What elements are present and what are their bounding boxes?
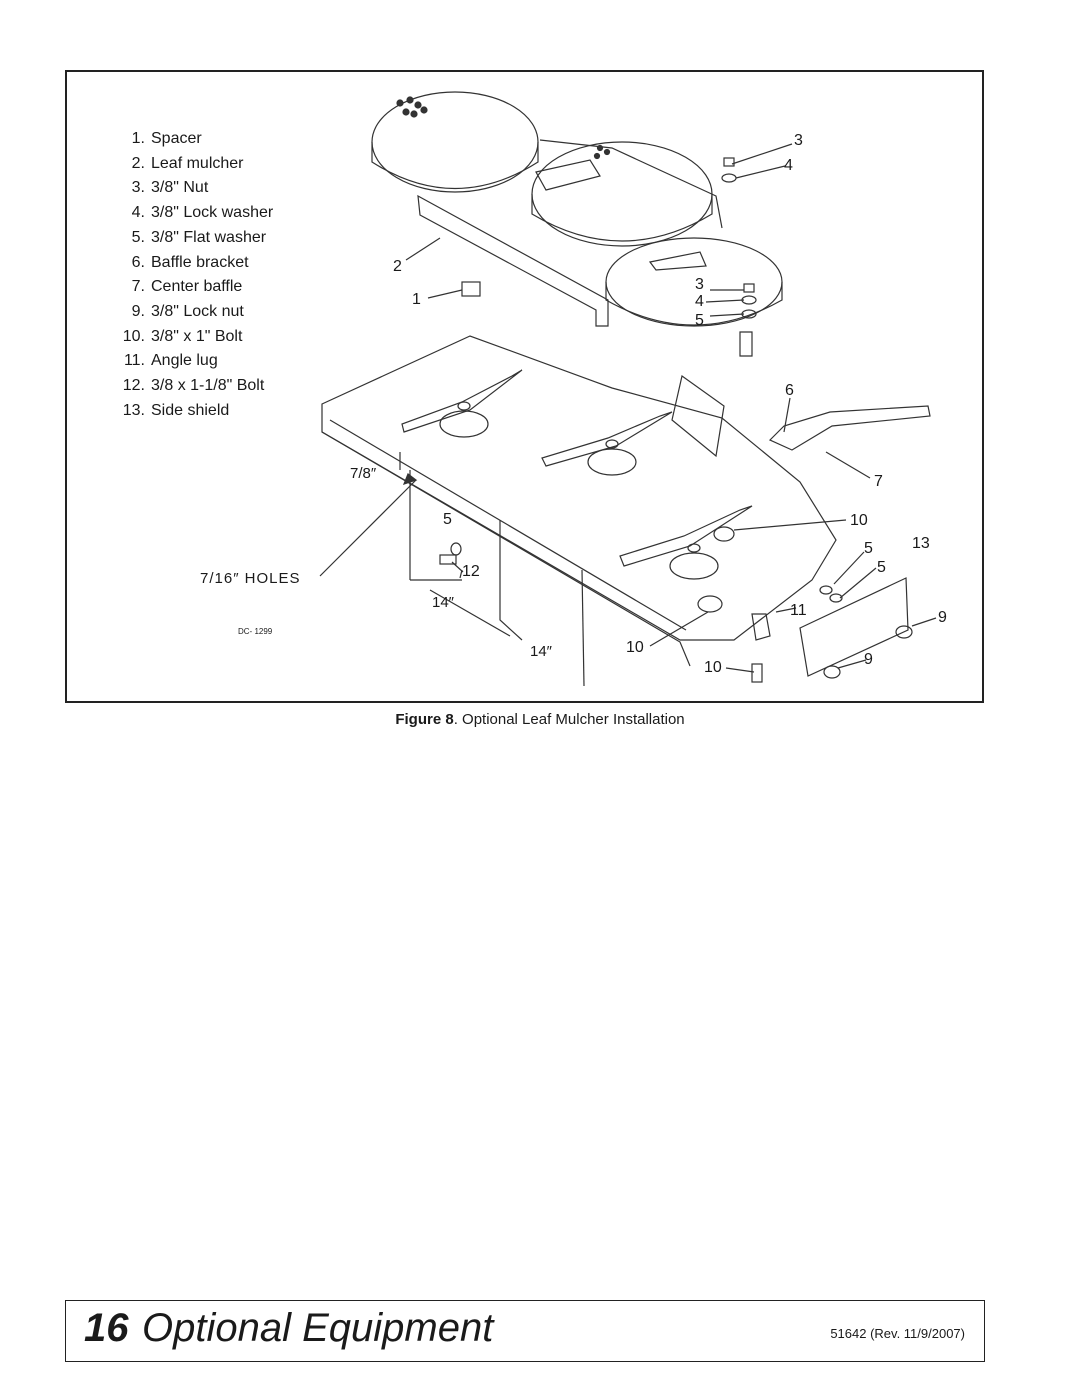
parts-list-item: 12.3/8 x 1-1/8" Bolt — [122, 377, 265, 395]
callout-5: 5 — [864, 540, 873, 557]
footer-frame — [65, 1300, 985, 1362]
parts-list-item: 9.3/8" Lock nut — [131, 302, 244, 320]
figure-caption-text: . Optional Leaf Mulcher Installation — [453, 711, 685, 728]
figure-caption: Figure 8. Optional Leaf Mulcher Installa… — [0, 711, 1080, 728]
callout-10: 10 — [626, 639, 644, 656]
parts-list-item: 13.Side shield — [122, 401, 230, 419]
parts-list-item: 1.Spacer — [131, 130, 202, 147]
parts-list-item: 11.Angle lug — [123, 352, 218, 370]
parts-list-item: 3.3/8" Nut — [131, 179, 209, 197]
callout-7: 7 — [874, 473, 883, 490]
figure-frame — [65, 70, 984, 703]
side-shield — [799, 577, 909, 677]
callout-2: 2 — [393, 258, 402, 275]
parts-list-item: 2.Leaf mulcher — [131, 154, 244, 172]
figure-number: Figure 8 — [395, 711, 454, 728]
dimension-14-a: 14″ — [432, 594, 455, 611]
mower-deck — [321, 335, 837, 641]
callout-9: 9 — [938, 609, 947, 626]
callout-10: 10 — [850, 512, 868, 529]
callout-9: 9 — [864, 651, 873, 668]
mulcher-ring-left — [371, 91, 539, 193]
callout-12: 12 — [462, 563, 480, 580]
page-number: 16 — [84, 1306, 129, 1350]
callout-13: 13 — [912, 535, 930, 552]
callout-3: 3 — [695, 276, 704, 293]
callout-4: 4 — [695, 293, 704, 310]
parts-list-item: 10.3/8" x 1" Bolt — [122, 327, 243, 345]
mulcher-ring-center — [531, 141, 713, 247]
dimension-14-b: 14″ — [530, 643, 553, 660]
parts-list-item: 7.Center baffle — [131, 278, 243, 296]
parts-list-item: 6.Baffle bracket — [131, 253, 249, 271]
callout-1: 1 — [412, 291, 421, 308]
callout-5: 5 — [695, 312, 704, 329]
callout-5: 5 — [877, 559, 886, 576]
callout-5: 5 — [443, 511, 452, 528]
revision-label: 51642 (Rev. 11/9/2007) — [830, 1326, 965, 1341]
drawing-id: DC- 1299 — [238, 627, 273, 636]
dimension-holes: 7/16″ HOLES — [200, 570, 301, 587]
section-title: Optional Equipment — [142, 1306, 494, 1350]
callout-4: 4 — [784, 157, 793, 174]
parts-list-item: 5.3/8" Flat washer — [131, 228, 267, 246]
dimension-7-8: 7/8″ — [350, 465, 377, 482]
callout-11: 11 — [790, 602, 807, 619]
leaf-mulcher-diagram: 3 4 2 1 3 4 5 6 7 10 5 13 5 5 12 9 11 10… — [200, 91, 947, 687]
callout-10: 10 — [704, 659, 722, 676]
parts-list-item: 4.3/8" Lock washer — [131, 204, 274, 222]
callout-6: 6 — [785, 382, 794, 399]
parts-list: 1.Spacer 2.Leaf mulcher 3.3/8" Nut 4.3/8… — [117, 127, 273, 423]
callout-3: 3 — [794, 132, 803, 149]
